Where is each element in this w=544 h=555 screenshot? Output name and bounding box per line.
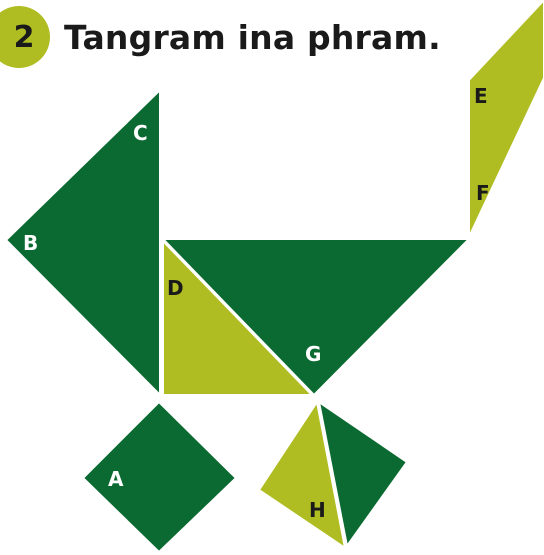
label-c: C [133, 121, 148, 145]
label-f: F [476, 181, 490, 205]
label-b: B [23, 231, 38, 255]
piece-a-square [83, 402, 236, 552]
label-g: G [305, 342, 321, 366]
label-a: A [108, 467, 124, 491]
label-d: D [167, 276, 184, 300]
label-h: H [309, 498, 326, 522]
label-e: E [474, 84, 488, 108]
